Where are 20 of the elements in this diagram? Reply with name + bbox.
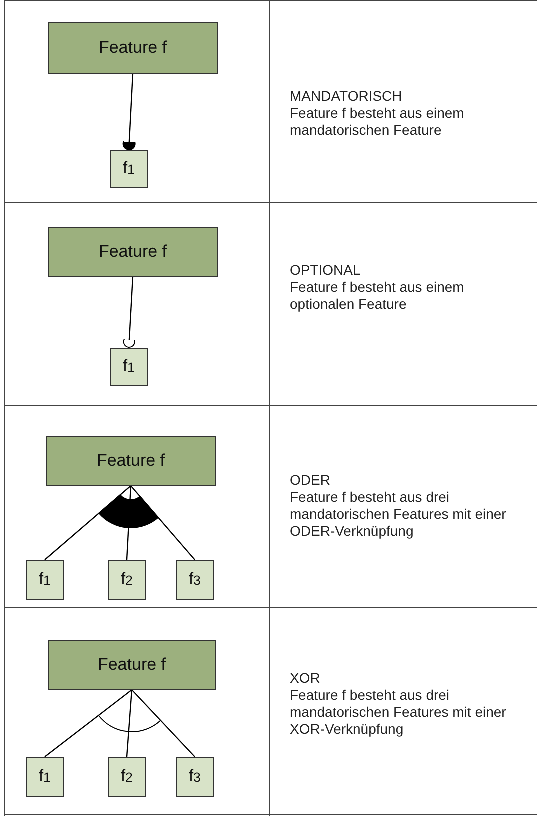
- description-text: Feature f besteht aus einem optionalen Feature: [290, 279, 466, 313]
- connector-line: [132, 690, 196, 758]
- description-text: Feature f besteht aus drei mandatorischen Features mit einer XOR-Verknüpfung: [290, 687, 508, 738]
- connector-line: [44, 690, 132, 758]
- feature-box: Feature f: [48, 22, 218, 74]
- connector-line: [126, 690, 133, 758]
- connector-line: [126, 486, 132, 560]
- category-heading: ODER: [290, 472, 332, 489]
- feature-box: Feature f: [46, 436, 216, 486]
- feature-box: Feature f: [48, 227, 218, 277]
- mandatory-connector: [122, 74, 136, 150]
- description-text: Feature f besteht aus einem mandatorischen Feature: [290, 105, 466, 139]
- connector-line: [44, 486, 132, 560]
- connector-line: [130, 486, 196, 560]
- category-heading: XOR: [290, 670, 322, 687]
- optional-connector: [123, 276, 136, 348]
- feature-box: Feature f: [48, 640, 216, 690]
- category-heading: MANDATORISCH: [290, 88, 404, 105]
- description-text: Feature f besteht aus drei mandatorischen Features mit einer ODER-Verknüpfung: [290, 489, 508, 540]
- category-heading: OPTIONAL: [290, 262, 362, 279]
